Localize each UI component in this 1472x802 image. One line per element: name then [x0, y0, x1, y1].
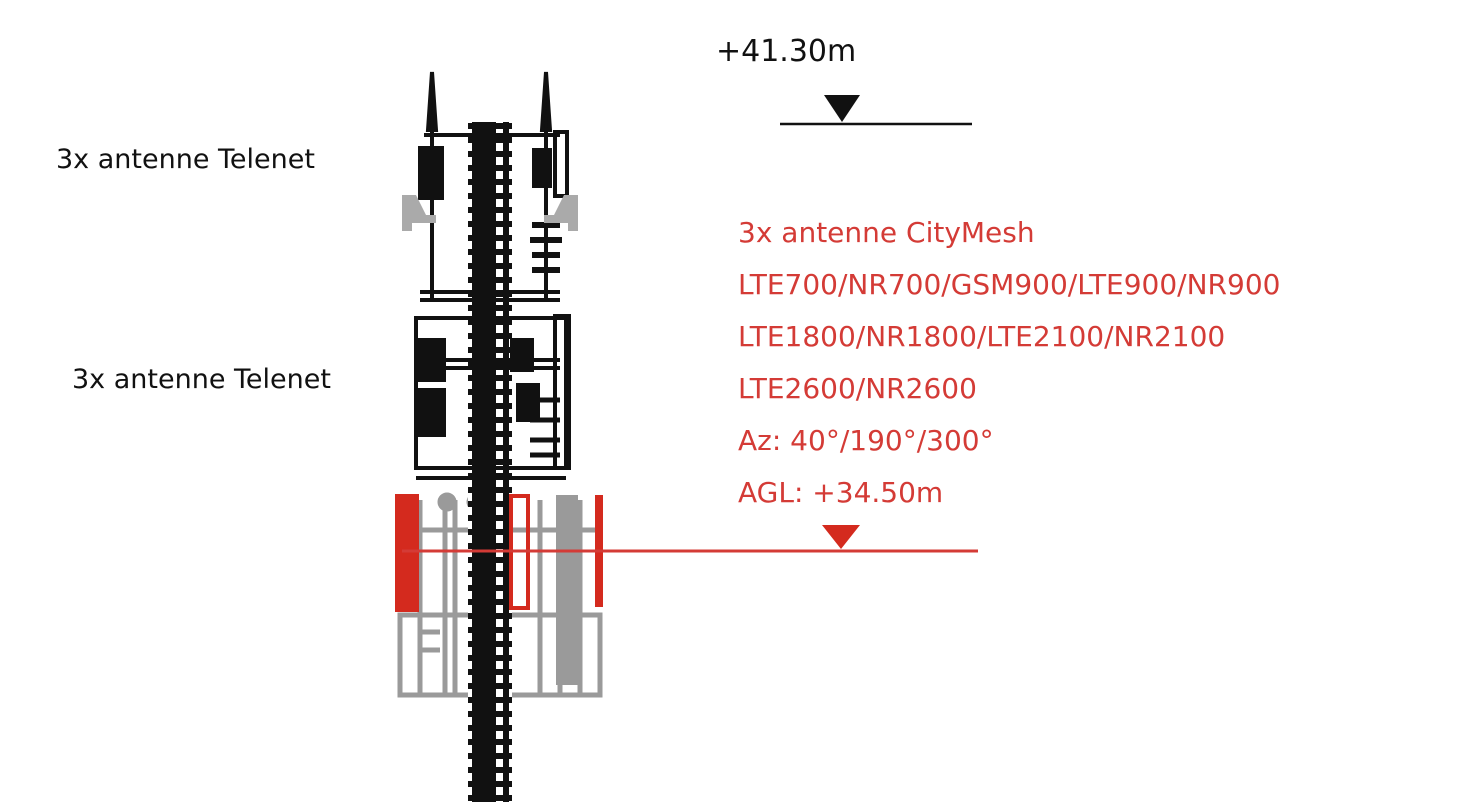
- citymesh-label-block: 3x antenne CityMesh LTE700/NR700/GSM900/…: [738, 207, 1280, 519]
- telenet-upper-label: 3x antenne Telenet: [56, 144, 315, 175]
- citymesh-azimuth: Az: 40°/190°/300°: [738, 424, 994, 457]
- mast: [468, 122, 512, 802]
- lower-mount-structure: [397, 492, 603, 698]
- citymesh-title: 3x antenne CityMesh: [738, 216, 1035, 249]
- citymesh-bands-low: LTE700/NR700/GSM900/LTE900/NR900: [738, 268, 1281, 301]
- citymesh-bands-high: LTE2600/NR2600: [738, 372, 977, 405]
- top-elevation-label: +41.30m: [716, 34, 857, 69]
- telenet-lower-cage: [414, 314, 571, 480]
- citymesh-agl: AGL: +34.50m: [738, 476, 944, 509]
- microwave-dish-icons: [402, 195, 578, 231]
- telenet-lower-label: 3x antenne Telenet: [72, 364, 331, 395]
- upper-frame: [418, 71, 569, 302]
- citymesh-bands-mid: LTE1800/NR1800/LTE2100/NR2100: [738, 320, 1226, 353]
- top-elevation-marker: [780, 95, 972, 126]
- citymesh-antennas: [395, 494, 978, 612]
- agl-marker-triangle: [822, 525, 860, 549]
